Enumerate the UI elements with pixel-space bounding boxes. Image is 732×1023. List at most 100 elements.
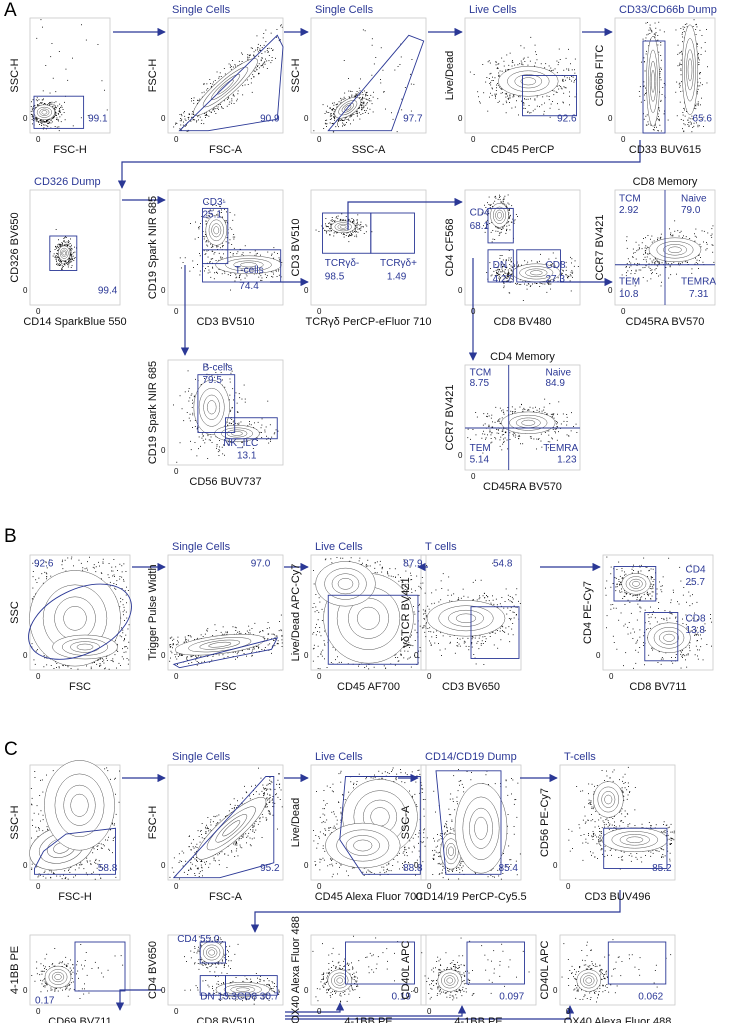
plot-frame-a6 bbox=[29, 189, 121, 306]
gate-label-b5-0: CD4 bbox=[686, 564, 706, 575]
x-axis-label-c9: 4-1BB PE bbox=[454, 1016, 502, 1023]
plot-title-c4: CD14/CD19 Dump bbox=[425, 751, 517, 763]
contour-c1 bbox=[44, 760, 115, 851]
x-axis-label-c5: CD3 BUV496 bbox=[584, 891, 650, 903]
contour-c7 bbox=[199, 941, 224, 964]
gate-label-a9-3: 4.27 bbox=[493, 274, 513, 285]
y-axis-label-b2: Trigger Pulse Width bbox=[147, 564, 159, 660]
x-axis-label-a3: SSC-A bbox=[352, 144, 386, 156]
panel-letter-A: A bbox=[4, 0, 17, 21]
y-zero-tick-c1: 0 bbox=[23, 861, 28, 870]
y-zero-tick-c10: 0 bbox=[553, 986, 558, 995]
x-zero-tick-b3: 0 bbox=[317, 672, 322, 681]
contour-b3 bbox=[315, 561, 376, 607]
gate-label-a10-1: 2.92 bbox=[619, 205, 639, 216]
y-zero-tick-b1: 0 bbox=[23, 651, 28, 660]
gate-label-a12-4: TEM bbox=[470, 443, 491, 454]
gate-label-a12-3: 84.9 bbox=[546, 378, 566, 389]
gating-arrow-21 bbox=[285, 1002, 345, 1013]
contour-c4 bbox=[454, 783, 508, 874]
plot-frame-a8 bbox=[310, 189, 427, 306]
y-axis-label-a5: CD66b FITC bbox=[594, 45, 606, 107]
gate-label-a12-0: TCM bbox=[470, 368, 492, 379]
y-zero-tick-c7: 0 bbox=[161, 986, 166, 995]
y-zero-tick-c2: 0 bbox=[161, 861, 166, 870]
y-zero-tick-a11: 0 bbox=[161, 446, 166, 455]
gate-a2-0 bbox=[178, 34, 284, 132]
y-axis-label-b4: γδTCR BV421 bbox=[400, 577, 412, 647]
plot-frame-c7 bbox=[167, 934, 284, 1006]
gate-label-b2-0: 97.0 bbox=[251, 559, 271, 570]
x-axis-label-a9: CD8 BV480 bbox=[493, 316, 551, 328]
gate-label-a12-5: 5.14 bbox=[470, 455, 490, 466]
x-axis-label-c3: CD45 Alexa Fluor 700 bbox=[315, 891, 423, 903]
y-zero-tick-a4: 0 bbox=[458, 114, 463, 123]
gate-label-c9-0: 0.097 bbox=[499, 991, 524, 1002]
x-zero-tick-c1: 0 bbox=[36, 882, 41, 891]
contour-a9 bbox=[490, 203, 509, 228]
plot-title-a12: CD4 Memory bbox=[490, 351, 555, 363]
y-axis-label-a4: Live/Dead bbox=[444, 51, 456, 101]
gate-a3-0 bbox=[327, 34, 425, 132]
x-zero-tick-c3: 0 bbox=[317, 882, 322, 891]
y-zero-tick-a1: 0 bbox=[23, 114, 28, 123]
plot-title-c2: Single Cells bbox=[172, 751, 231, 763]
x-axis-label-c10: OX40 Alexa Fluor 488 bbox=[564, 1016, 672, 1023]
gate-label-a9-4: CD8 bbox=[546, 260, 566, 271]
x-zero-tick-a12: 0 bbox=[471, 472, 476, 481]
x-zero-tick-c5: 0 bbox=[566, 882, 571, 891]
x-axis-label-a4: CD45 PerCP bbox=[491, 144, 555, 156]
gate-label-a2-0: 90.9 bbox=[260, 114, 280, 125]
gate-label-c7-0: CD4 55.0 bbox=[177, 934, 220, 945]
plot-title-b2: Single Cells bbox=[172, 541, 231, 553]
y-zero-tick-a12: 0 bbox=[458, 451, 463, 460]
y-zero-tick-a10: 0 bbox=[608, 286, 613, 295]
plot-frame-a9 bbox=[464, 189, 581, 306]
plot-title-a3: Single Cells bbox=[315, 4, 374, 16]
gate-a11-0 bbox=[197, 374, 236, 433]
contour-a12 bbox=[501, 411, 556, 434]
plot-title-b4: T cells bbox=[425, 541, 457, 553]
gate-label-a11-2: NK_ILC bbox=[223, 438, 258, 449]
y-axis-label-a3: SSC-H bbox=[290, 58, 302, 92]
plot-frame-a3 bbox=[310, 17, 427, 134]
x-zero-tick-a4: 0 bbox=[471, 135, 476, 144]
plot-title-a10: CD8 Memory bbox=[633, 176, 698, 188]
gate-label-a7-3: 74.4 bbox=[239, 281, 259, 292]
gate-label-a10-2: Naive bbox=[681, 194, 707, 205]
gate-a5-0 bbox=[642, 40, 666, 134]
contour-a8 bbox=[330, 220, 356, 234]
y-zero-tick-a6: 0 bbox=[23, 286, 28, 295]
gate-c6-0 bbox=[74, 941, 126, 992]
gate-a6-0 bbox=[49, 235, 78, 271]
plot-title-a6: CD326 Dump bbox=[34, 176, 101, 188]
events-c5 bbox=[568, 766, 675, 870]
gate-label-c6-0: 0.17 bbox=[35, 996, 55, 1007]
x-axis-label-c7: CD8 BV510 bbox=[196, 1016, 254, 1023]
y-zero-tick-c6: 0 bbox=[23, 986, 28, 995]
gating-arrow-23 bbox=[285, 1005, 575, 1020]
plot-frame-c8 bbox=[310, 934, 427, 1006]
x-axis-label-b3: CD45 AF700 bbox=[337, 681, 400, 693]
x-axis-label-c8: 4-1BB PE bbox=[344, 1016, 392, 1023]
x-zero-tick-b2: 0 bbox=[174, 672, 179, 681]
contour-a11 bbox=[193, 379, 230, 435]
gate-label-c1-0: 58.8 bbox=[98, 863, 118, 874]
x-axis-label-a12: CD45RA BV570 bbox=[483, 481, 562, 493]
events-a7 bbox=[179, 199, 283, 291]
gate-label-c7-2: CD8 30.7 bbox=[237, 991, 280, 1002]
gate-a9-2 bbox=[516, 249, 561, 283]
contour-a10 bbox=[648, 237, 702, 263]
gate-b5-1 bbox=[644, 612, 679, 662]
y-zero-tick-a8: 0 bbox=[304, 286, 309, 295]
y-axis-label-c3: Live/Dead bbox=[290, 798, 302, 848]
gate-label-a1-0: 99.1 bbox=[88, 114, 108, 125]
gate-label-c10-0: 0.062 bbox=[638, 991, 663, 1002]
gate-b3-0 bbox=[327, 594, 419, 665]
gate-label-a9-0: CD4 bbox=[470, 207, 490, 218]
gating-arrow-19 bbox=[250, 890, 621, 933]
x-zero-tick-a2: 0 bbox=[174, 135, 179, 144]
gate-label-a10-6: TEMRA bbox=[681, 276, 716, 287]
x-axis-label-c2: FSC-A bbox=[209, 891, 243, 903]
plot-frame-a4 bbox=[464, 17, 581, 134]
